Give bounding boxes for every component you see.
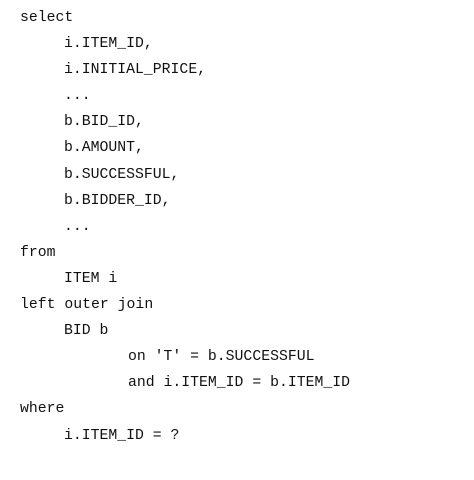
sql-keyword-from: from — [20, 244, 56, 261]
sql-column-bidder-id: b.BIDDER_ID, — [64, 192, 171, 209]
sql-column-successful: b.SUCCESSFUL, — [64, 166, 180, 183]
sql-keyword-select: select — [20, 10, 74, 26]
sql-join-condition-successful: on 'T' = b.SUCCESSFUL — [128, 349, 315, 366]
sql-column-amount: b.AMOUNT, — [64, 140, 144, 157]
sql-column-bid-id: b.BID_ID, — [64, 114, 144, 131]
sql-column-ellipsis: ... — [64, 88, 91, 105]
sql-keyword-left-outer-join: left outer join — [20, 297, 154, 314]
sql-keyword-where: where — [20, 401, 65, 418]
sql-where-condition: i.ITEM_ID = ? — [64, 427, 180, 444]
sql-query-code-block: select i.ITEM_ID, i.INITIAL_PRICE, ... b… — [20, 5, 350, 449]
sql-column-initial-price: i.INITIAL_PRICE, — [64, 62, 207, 79]
sql-table-item: ITEM i — [64, 270, 118, 287]
sql-column-ellipsis: ... — [64, 218, 91, 235]
sql-column-item-id: i.ITEM_ID, — [64, 36, 153, 53]
sql-table-bid: BID b — [64, 323, 109, 340]
sql-join-condition-item-id: and i.ITEM_ID = b.ITEM_ID — [128, 375, 350, 392]
